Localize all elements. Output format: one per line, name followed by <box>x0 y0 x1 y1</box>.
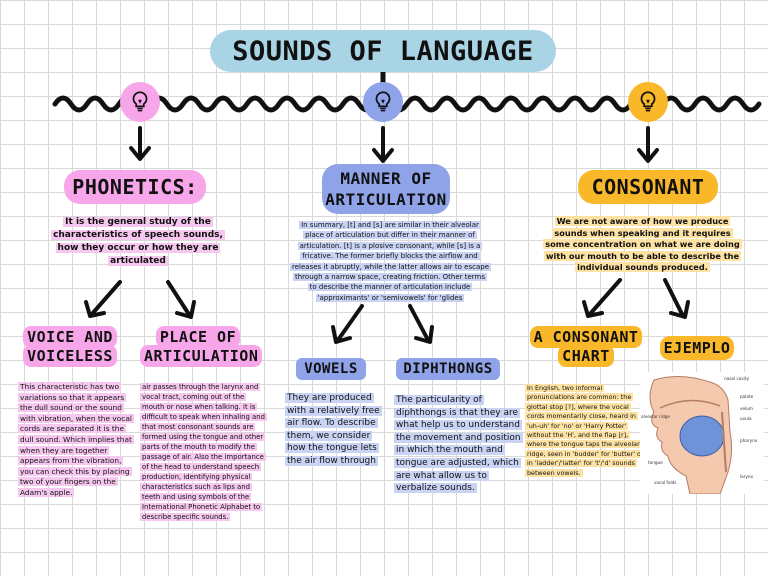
place-description: air passes through the larynx and vocal … <box>140 383 268 521</box>
voice-description: This characteristic has two variations s… <box>18 382 134 497</box>
diagram-label: pharynx <box>740 438 758 443</box>
place-heading: PLACE OF ARTICULATION <box>140 326 263 367</box>
phonetics-description: It is the general study of the character… <box>51 217 225 266</box>
consonant-heading: CONSONANT <box>578 170 718 204</box>
diagram-label: tongue <box>648 460 663 465</box>
diagram-label: alveolar ridge <box>641 414 670 419</box>
manner-heading: MANNER OF ARTICULATION <box>322 164 450 214</box>
lightbulb-icon <box>363 82 403 122</box>
consonant-chart-heading: A CONSONANT CHART <box>526 326 646 367</box>
lightbulb-icon <box>120 82 160 122</box>
example-heading: EJEMPLO <box>660 336 734 360</box>
vocal-tract-diagram: nasal cavity palate velum uvula alveolar… <box>640 372 764 495</box>
diphthongs-description: The particularity of diphthongs is that … <box>394 395 523 494</box>
consonant-description: We are not aware of how we produce sound… <box>543 216 742 273</box>
vowels-description: They are produced with a relatively free… <box>285 393 382 466</box>
diagram-label: vocal folds <box>654 480 676 485</box>
lightbulb-icon <box>628 82 668 122</box>
diagram-label: palate <box>740 394 754 399</box>
vowels-heading: VOWELS <box>296 358 366 380</box>
consonant-chart-description: In English, two informal pronunciations … <box>525 384 646 477</box>
voice-heading: VOICE AND VOICELESS <box>20 326 120 367</box>
diagram-label: larynx <box>740 474 754 479</box>
diphthongs-heading: DIPHTHONGS <box>396 358 500 380</box>
diagram-label: nasal cavity <box>724 376 750 381</box>
manner-description: In summary, [t] and [s] are similar in t… <box>290 221 492 302</box>
diagram-label: velum <box>740 406 753 411</box>
page-title: SOUNDS OF LANGUAGE <box>210 30 556 72</box>
phonetics-heading: PHONETICS: <box>64 170 206 204</box>
diagram-label: uvula <box>740 416 752 421</box>
